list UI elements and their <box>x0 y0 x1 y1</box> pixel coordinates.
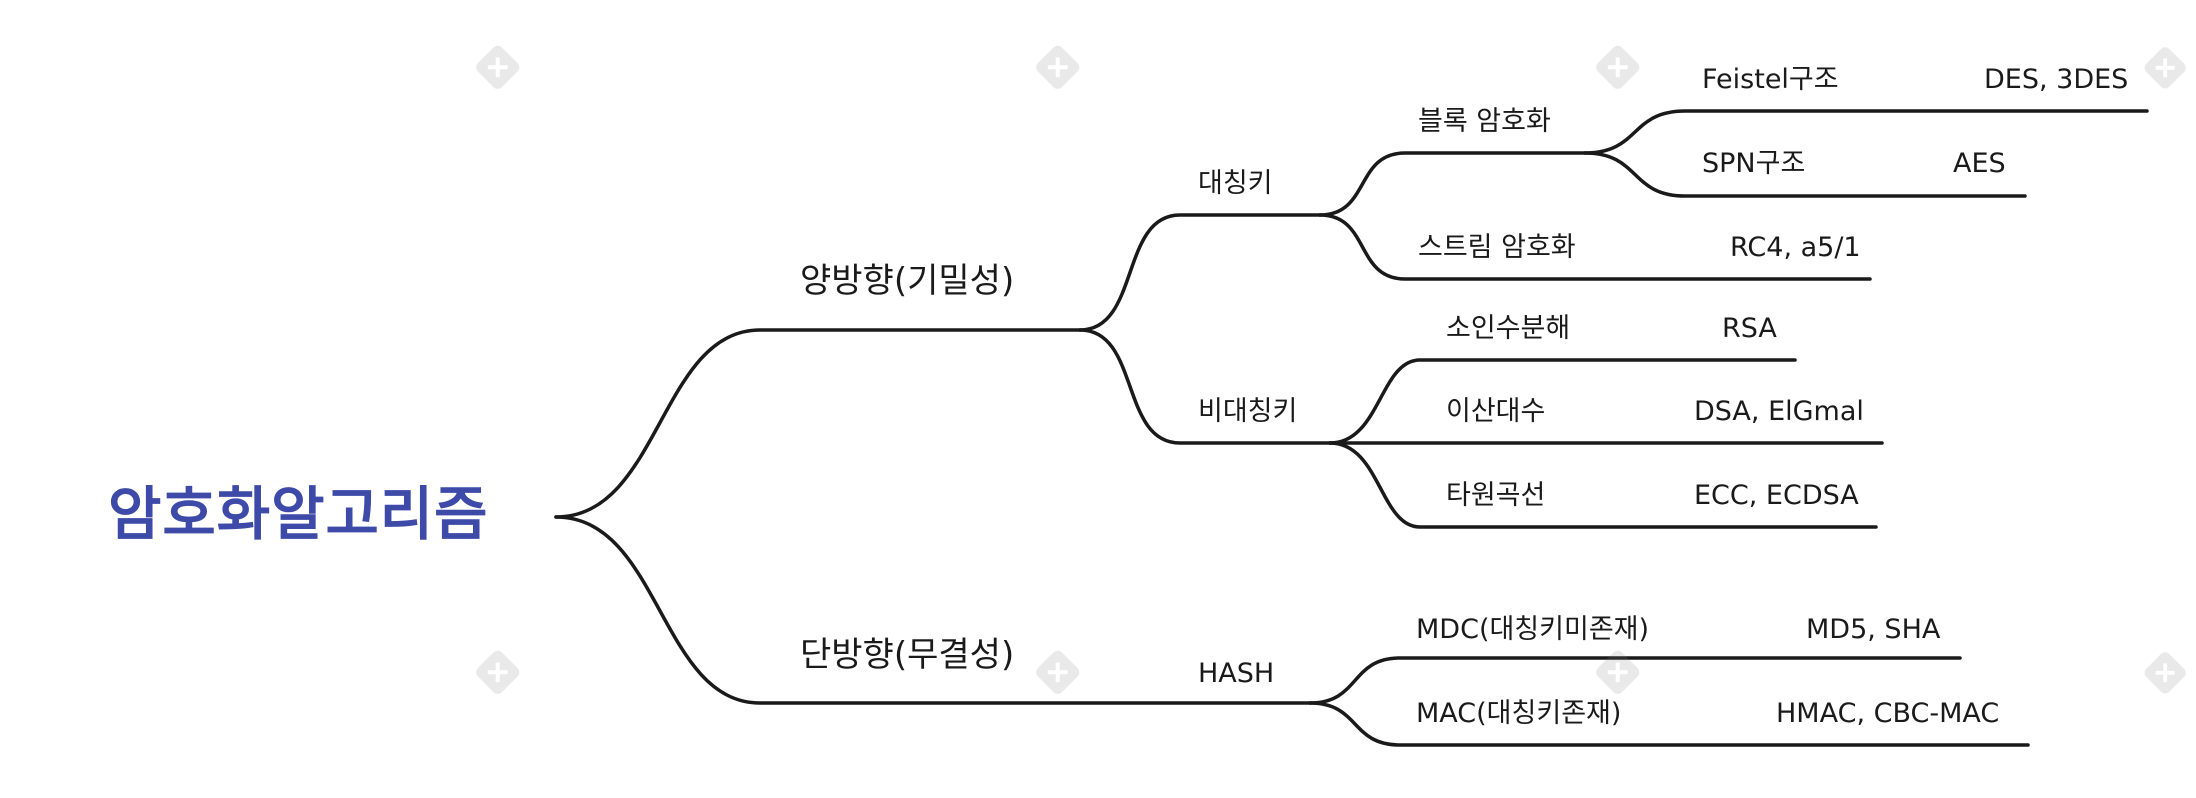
xmind-logo-icon <box>1596 45 1640 89</box>
topic-hash[interactable]: HASH <box>1198 658 1275 689</box>
xmind-logo-icon <box>2144 652 2186 694</box>
edge-two-way-symmetric <box>1078 213 1322 332</box>
leaf-des[interactable]: DES, 3DES <box>1984 64 2129 95</box>
topic-mac[interactable]: MAC(대칭키존재) <box>1416 698 1622 729</box>
edge-block-spn <box>1583 151 2027 198</box>
xmind-logo-icon <box>1036 45 1080 89</box>
xmind-logo-icon <box>2144 47 2186 89</box>
topic-mdc[interactable]: MDC(대칭키미존재) <box>1416 614 1650 645</box>
leaf-aes[interactable]: AES <box>1953 148 2006 179</box>
edge-hash-mdc <box>1308 656 1962 705</box>
edge-asym-factor <box>1328 358 1797 445</box>
topic-two-way[interactable]: 양방향(기밀성) <box>800 261 1015 301</box>
topic-block-cipher[interactable]: 블록 암호화 <box>1418 106 1551 137</box>
edge-asym-ecc <box>1328 441 1878 529</box>
root-topic[interactable]: 암호화알고리즘 <box>108 480 489 548</box>
edge-symmetric-stream <box>1318 213 1872 281</box>
topic-one-way[interactable]: 단방향(무결성) <box>800 635 1015 675</box>
topic-feistel[interactable]: Feistel구조 <box>1702 64 1839 95</box>
edge-two-way-asymmetric <box>1078 328 1332 445</box>
xmind-logo-icon <box>476 650 520 694</box>
edge-hash-mac <box>1308 701 2030 747</box>
topic-factorization[interactable]: 소인수분해 <box>1446 313 1571 344</box>
leaf-md5[interactable]: MD5, SHA <box>1806 614 1941 645</box>
leaf-ecdsa[interactable]: ECC, ECDSA <box>1694 480 1859 511</box>
topic-asymmetric[interactable]: 비대칭키 <box>1198 396 1298 427</box>
topic-discrete-log[interactable]: 이산대수 <box>1446 396 1546 427</box>
leaf-rc4[interactable]: RC4, a5/1 <box>1730 232 1861 263</box>
topic-elliptic-curve[interactable]: 타원곡선 <box>1446 480 1546 511</box>
edge-root-two-way <box>554 328 1082 519</box>
xmind-logo-icon <box>476 45 520 89</box>
topic-stream-cipher[interactable]: 스트림 암호화 <box>1418 232 1576 263</box>
topic-spn[interactable]: SPN구조 <box>1702 148 1806 179</box>
leaf-dsa[interactable]: DSA, ElGmal <box>1694 396 1864 427</box>
xmind-logo-icon <box>1596 650 1640 694</box>
topic-symmetric[interactable]: 대칭키 <box>1198 168 1273 199</box>
xmind-logo-icon <box>1036 650 1080 694</box>
leaf-rsa[interactable]: RSA <box>1722 313 1777 344</box>
edge-root-one-way <box>554 515 1312 705</box>
leaf-hmac[interactable]: HMAC, CBC-MAC <box>1776 698 2000 729</box>
edge-block-feistel <box>1583 109 2149 155</box>
edge-symmetric-block <box>1318 151 1587 217</box>
